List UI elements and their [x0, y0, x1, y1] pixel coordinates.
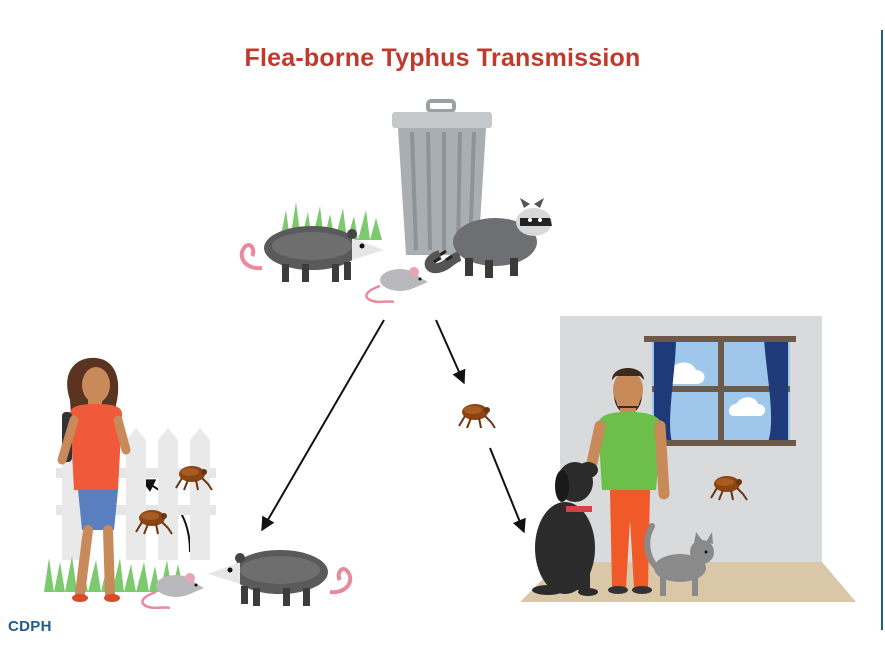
man-icon	[584, 368, 670, 594]
room-floor	[520, 562, 856, 602]
flea-icon	[458, 403, 496, 429]
arrow-to-flea	[435, 319, 466, 385]
cdph-logo: CDPH	[8, 618, 52, 635]
raccoon-icon	[424, 198, 552, 278]
dog-icon	[532, 462, 598, 596]
page-title: Flea-borne Typhus Transmission	[244, 44, 641, 72]
trash-can-icon	[392, 99, 492, 255]
arrow-to-home	[489, 447, 526, 534]
rat-icon	[365, 265, 430, 304]
cat-icon	[644, 523, 714, 596]
frame-edge	[881, 30, 883, 630]
fence-icon	[56, 428, 216, 560]
window-icon	[644, 336, 796, 446]
arrow-to-street	[261, 319, 385, 532]
woman-icon	[57, 357, 131, 602]
opossum-icon	[206, 548, 353, 608]
